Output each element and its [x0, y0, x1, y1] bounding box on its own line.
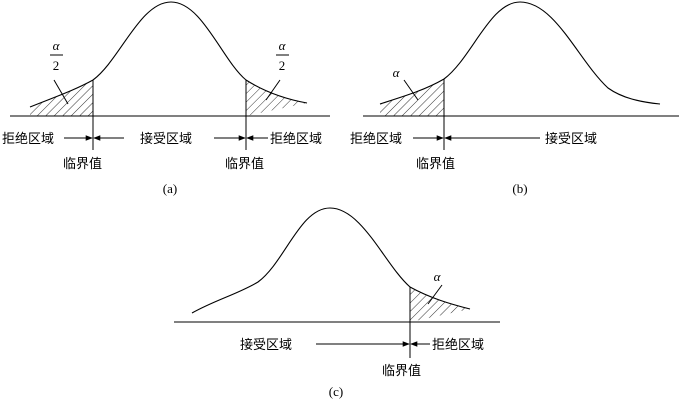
- panel-b-curve: [379, 1, 661, 105]
- panel-c-reject-label: 拒绝区域: [432, 337, 484, 353]
- panel-a-left-pointer: [53, 79, 69, 105]
- panel-a-right-alpha-den: 2: [279, 58, 286, 73]
- panel-a-left-reject-label: 拒绝区域: [2, 131, 54, 147]
- panel-b-critical-label: 临界值: [416, 156, 455, 172]
- panel-a-right-critical-label: 临界值: [225, 156, 264, 172]
- panel-c-pointer: [427, 284, 443, 305]
- panel-c-accept-label: 接受区域: [240, 337, 292, 353]
- panel-a-left-alpha-num: α: [53, 38, 61, 53]
- panel-a-caption: (a): [163, 181, 177, 196]
- panel-c: α 接受区域 拒绝区域 临界值 (c): [174, 207, 500, 399]
- panel-c-right-tail: [410, 287, 470, 322]
- panel-a-left-tail: [30, 80, 93, 116]
- panel-c-alpha: α: [434, 269, 442, 284]
- panel-b-caption: (b): [512, 181, 527, 196]
- panel-b-accept-label: 接受区域: [545, 131, 597, 147]
- panel-b: α 拒绝区域 接受区域 临界值 (b): [350, 1, 679, 196]
- panel-a-left-alpha-den: 2: [53, 58, 60, 73]
- panel-a-right-reject-label: 拒绝区域: [270, 131, 322, 147]
- panel-c-critical-label: 临界值: [382, 363, 421, 379]
- panel-a-left-critical-label: 临界值: [63, 156, 102, 172]
- panel-b-alpha: α: [393, 65, 401, 80]
- panel-c-caption: (c): [329, 384, 343, 399]
- panel-b-reject-label: 拒绝区域: [350, 131, 402, 147]
- panel-a-right-pointer: [265, 79, 281, 101]
- panel-b-pointer: [403, 79, 419, 101]
- panel-c-curve: [191, 207, 471, 314]
- panel-a-accept-label: 接受区域: [140, 131, 192, 147]
- panel-a-right-alpha-num: α: [279, 38, 287, 53]
- panel-a: α 2 α 2 拒绝区域 接受区域 拒绝区域 临界值 临界值 (a): [2, 1, 330, 196]
- panel-b-left-tail: [380, 79, 444, 116]
- panel-a-curve: [29, 1, 308, 108]
